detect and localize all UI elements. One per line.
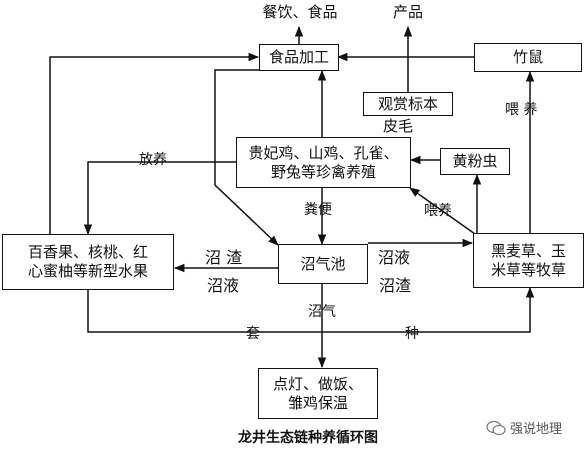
node-mealworm-label: 黄粉虫 xyxy=(452,152,498,171)
arrow-processing-to-biogas xyxy=(214,69,279,246)
node-grass-line1: 黑麦草、玉 xyxy=(490,241,566,260)
node-biogas-pit: 沼气池 xyxy=(278,244,368,284)
wechat-icon xyxy=(486,420,506,435)
label-residue-left: 沼 渣 xyxy=(205,248,243,267)
arrow-fruit-to-processing xyxy=(49,52,260,234)
node-food-processing: 食品加工 xyxy=(259,44,339,71)
label-intercrop-1: 套 xyxy=(246,326,260,342)
label-free-range: 放养 xyxy=(139,152,167,168)
label-liquid-right: 沼液 xyxy=(378,248,411,267)
figure-caption: 龙井生态链种养循环图 xyxy=(238,430,378,446)
label-intercrop-2: 种 xyxy=(405,326,419,342)
node-uses: 点灯、做饭、 雏鸡保温 xyxy=(258,368,378,419)
node-poultry-line1: 贵妃鸡、山鸡、孔雀、 xyxy=(248,143,399,162)
node-grass-line2: 米草等牧草 xyxy=(490,260,566,279)
label-manure: 粪便 xyxy=(304,202,332,218)
node-biogas-pit-label: 沼气池 xyxy=(300,254,346,273)
node-fruit: 百香果、核桃、红 心蜜柚等新型水果 xyxy=(2,234,174,290)
node-products-label: 产品 xyxy=(392,3,423,22)
node-bamboo-rat: 竹鼠 xyxy=(474,43,582,72)
node-grass: 黑麦草、玉 米草等牧草 xyxy=(473,233,584,288)
node-catering: 餐饮、食品 xyxy=(252,0,348,25)
node-food-processing-label: 食品加工 xyxy=(268,48,329,67)
node-bamboo-rat-label: 竹鼠 xyxy=(512,48,543,67)
label-feed-vertical: 喂 养 xyxy=(505,102,538,118)
watermark: 强说地理 xyxy=(486,418,562,437)
node-products: 产品 xyxy=(385,0,431,25)
node-fruit-line1: 百香果、核桃、红 xyxy=(27,243,148,262)
node-fur: 皮毛 xyxy=(378,115,418,138)
arrow-grass-to-poultry xyxy=(409,187,476,235)
node-uses-line2: 雏鸡保温 xyxy=(287,393,348,412)
arrow-intercrop xyxy=(87,286,535,333)
label-feed-poultry: 喂养 xyxy=(424,203,452,219)
label-residue-right: 沼渣 xyxy=(379,276,412,295)
node-uses-line1: 点灯、做饭、 xyxy=(272,374,363,393)
node-poultry: 贵妃鸡、山鸡、孔雀、 野兔等珍禽养殖 xyxy=(236,137,411,188)
node-fur-label: 皮毛 xyxy=(382,117,413,136)
arrow-free-range xyxy=(83,161,238,236)
node-fruit-line2: 心蜜柚等新型水果 xyxy=(27,262,148,280)
watermark-text: 强说地理 xyxy=(510,422,563,437)
label-biogas: 沼气 xyxy=(308,304,336,320)
node-catering-label: 餐饮、食品 xyxy=(262,3,338,22)
node-mealworm: 黄粉虫 xyxy=(440,148,510,175)
node-specimen-label: 观赏标本 xyxy=(377,94,438,113)
label-liquid-left: 沼液 xyxy=(207,276,240,295)
node-specimen: 观赏标本 xyxy=(363,92,453,116)
node-poultry-line2: 野兔等珍禽养殖 xyxy=(270,162,376,181)
